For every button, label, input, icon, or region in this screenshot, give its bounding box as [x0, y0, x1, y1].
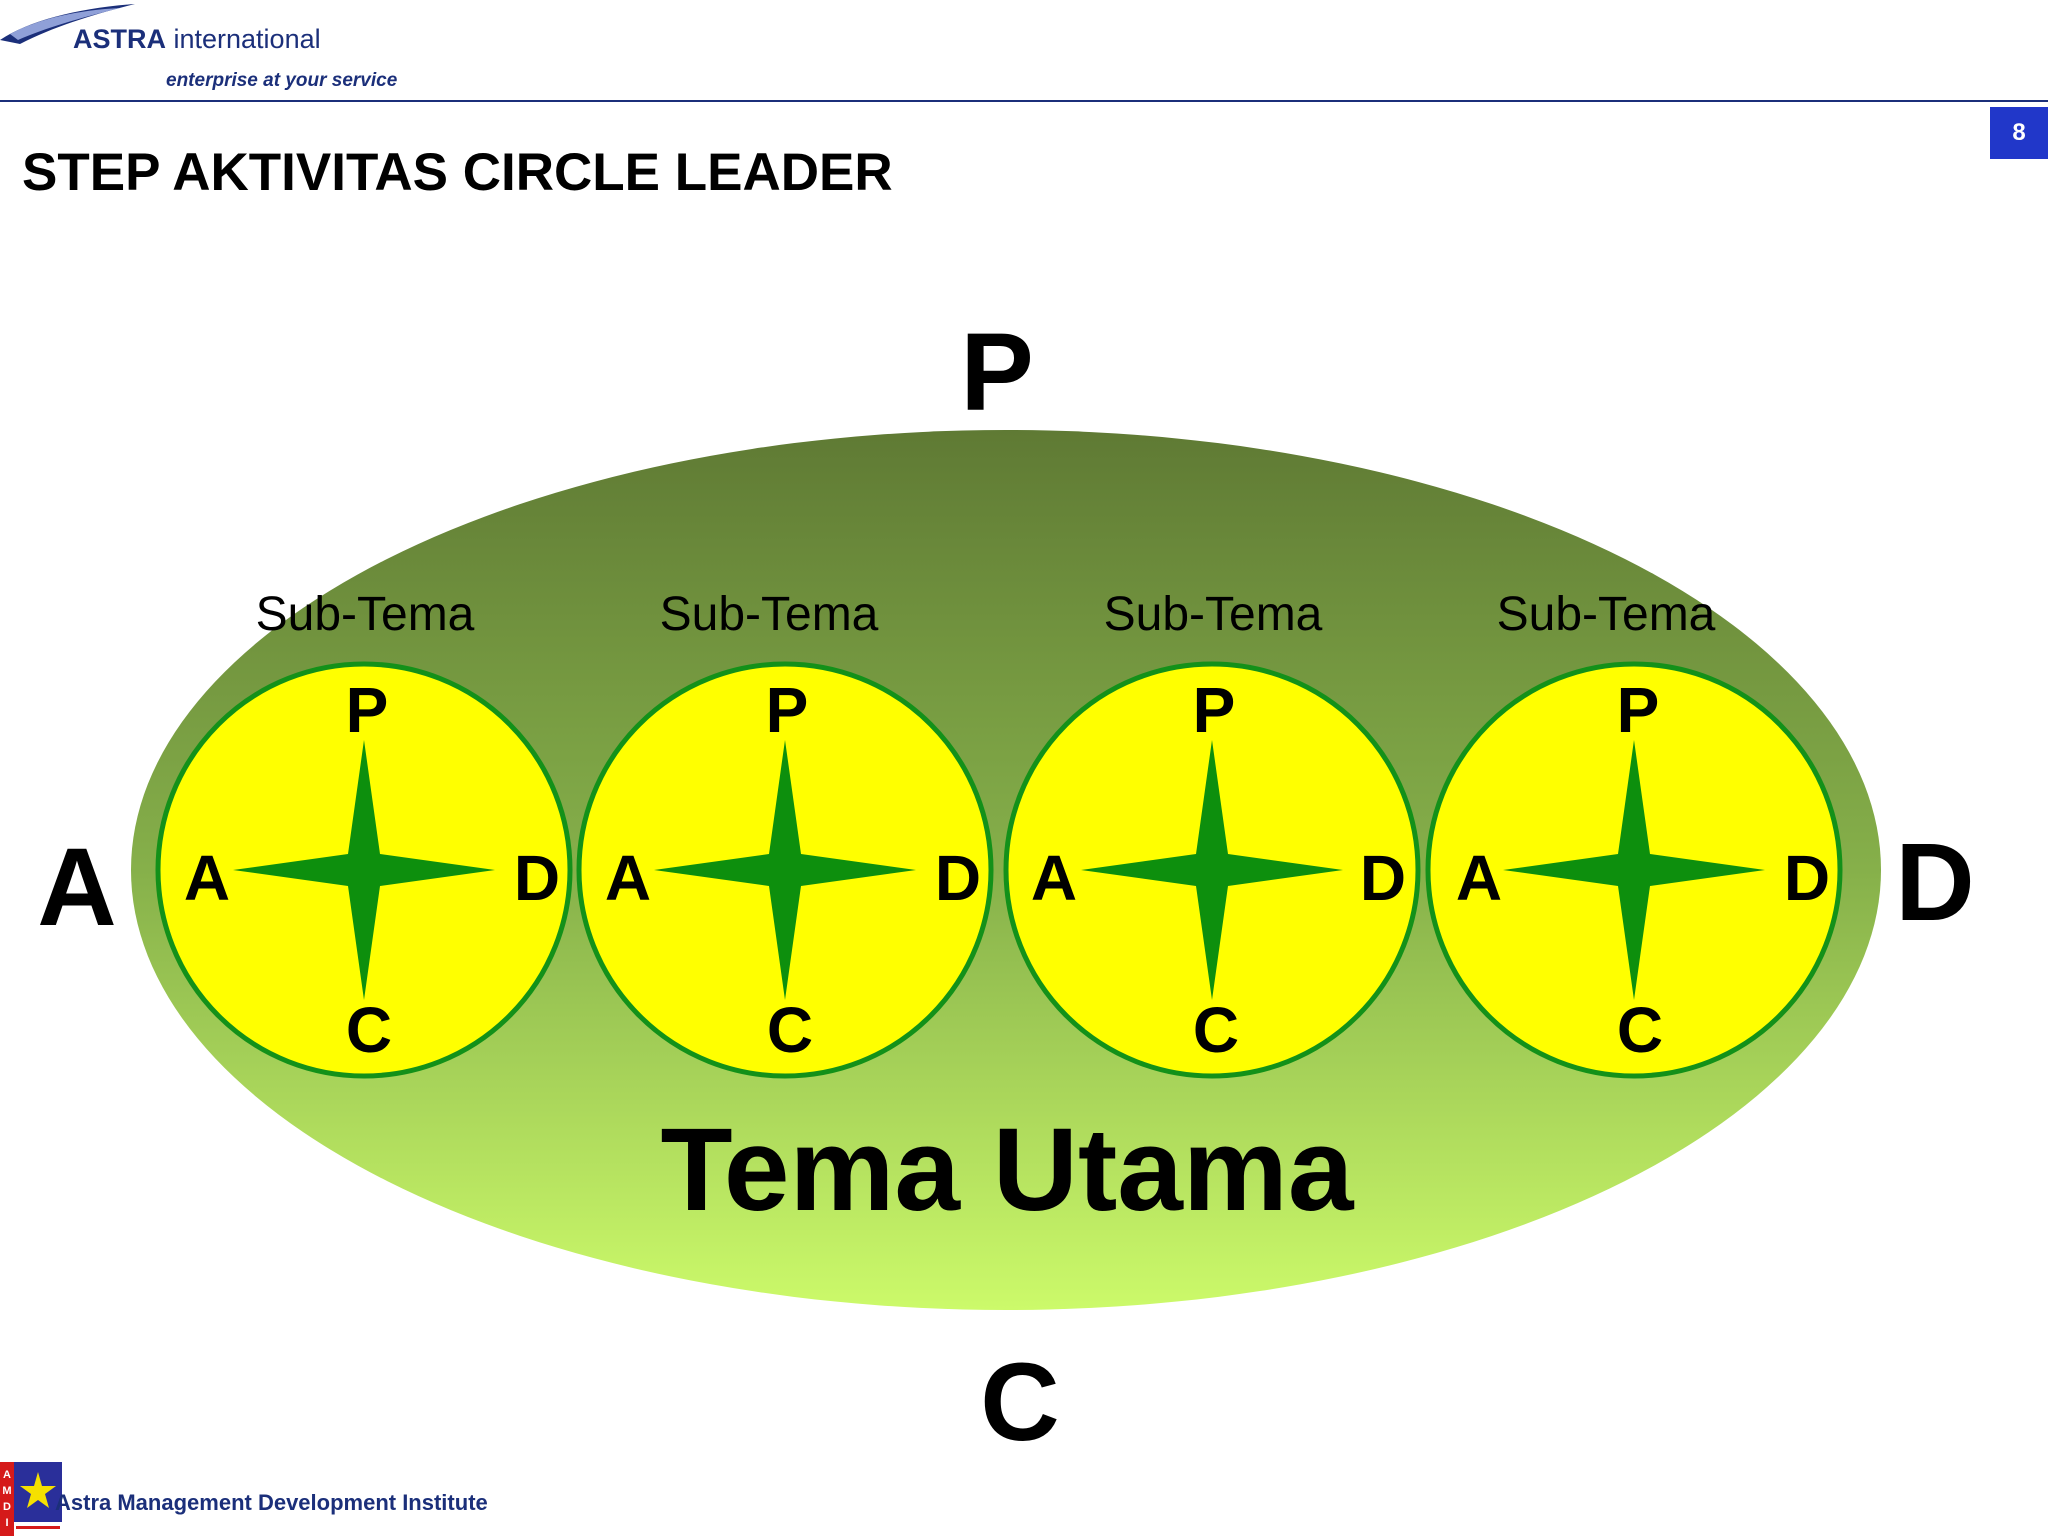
- amdi-logo: A M D I: [0, 1462, 62, 1536]
- logo-swoosh-icon: [0, 4, 135, 44]
- svg-text:M: M: [2, 1485, 11, 1497]
- logo-swoosh-light-icon: [10, 8, 120, 40]
- sub-theme-label: Sub-Tema: [1497, 588, 1716, 641]
- sub-label-d: D: [514, 842, 560, 914]
- sub-theme-cycle: Sub-Tema P A D C: [155, 588, 573, 1079]
- sub-theme-label: Sub-Tema: [256, 588, 475, 641]
- compass-star-icon: [654, 740, 916, 1000]
- compass-star-icon: [233, 740, 495, 1000]
- sub-label-a: A: [1456, 842, 1502, 914]
- outer-label-a: A: [37, 826, 116, 949]
- compass-star-icon: [1081, 740, 1343, 1000]
- astra-logo: [0, 4, 135, 44]
- svg-text:I: I: [5, 1517, 8, 1529]
- sub-label-d: D: [935, 842, 981, 914]
- sub-label-c: C: [346, 994, 392, 1066]
- brand-tagline: enterprise at your service: [166, 70, 398, 91]
- sub-label-p: P: [766, 674, 809, 746]
- svg-text:A: A: [3, 1469, 11, 1481]
- outer-label-c: C: [980, 1341, 1059, 1464]
- outer-label-d: D: [1895, 821, 1974, 944]
- svg-text:D: D: [3, 1501, 11, 1513]
- sub-theme-cycle: Sub-Tema P A D C: [576, 588, 994, 1079]
- header-divider: [0, 100, 2048, 102]
- sub-label-c: C: [1193, 994, 1239, 1066]
- sub-theme-label: Sub-Tema: [660, 588, 879, 641]
- sub-label-c: C: [767, 994, 813, 1066]
- sub-label-a: A: [184, 842, 230, 914]
- sub-label-p: P: [1617, 674, 1660, 746]
- sub-theme-cycle: Sub-Tema P A D C: [1003, 588, 1421, 1079]
- page-number-badge: 8: [1990, 107, 2048, 159]
- logo-star-icon: [20, 1472, 56, 1508]
- sub-label-a: A: [605, 842, 651, 914]
- sub-label-d: D: [1360, 842, 1406, 914]
- sub-label-p: P: [1193, 674, 1236, 746]
- sub-label-d: D: [1784, 842, 1830, 914]
- outer-label-p: P: [960, 311, 1033, 434]
- brand-name: ASTRA international: [73, 24, 321, 54]
- compass-star-icon: [1503, 740, 1765, 1000]
- page-title: STEP AKTIVITAS CIRCLE LEADER: [22, 143, 893, 202]
- sub-label-p: P: [346, 674, 389, 746]
- sub-theme-cycle: Sub-Tema P A D C: [1425, 588, 1843, 1079]
- footer-institute-name: Astra Management Development Institute: [55, 1490, 488, 1515]
- main-theme-label: Tema Utama: [661, 1104, 1355, 1236]
- sub-label-a: A: [1031, 842, 1077, 914]
- sub-theme-label: Sub-Tema: [1104, 588, 1323, 641]
- sub-label-c: C: [1617, 994, 1663, 1066]
